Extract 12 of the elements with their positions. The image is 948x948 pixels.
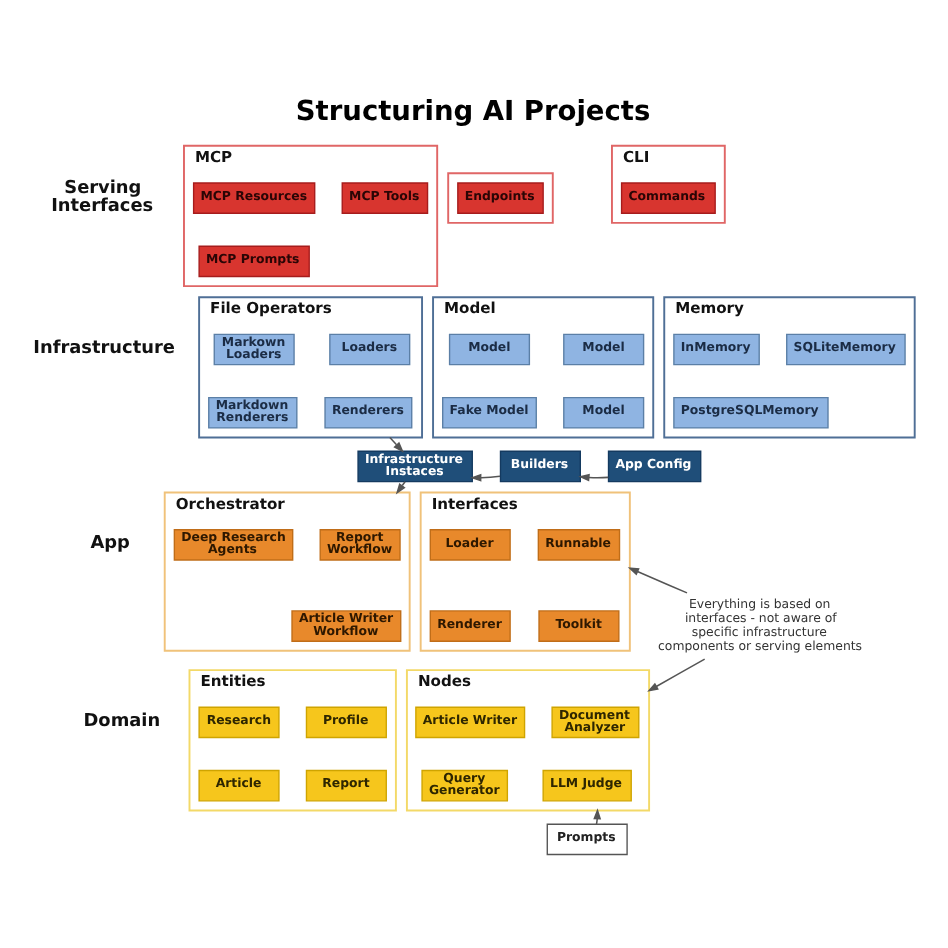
arrow <box>578 473 610 482</box>
arrow <box>389 436 404 453</box>
arrow <box>627 567 688 594</box>
arrow <box>593 808 602 825</box>
label: Infrastructure <box>33 338 175 359</box>
diagram-title: Structuring AI Projects <box>295 95 651 128</box>
arrow <box>470 473 501 482</box>
label: Serving Interfaces <box>51 179 154 218</box>
label: Domain <box>83 711 161 732</box>
cluster <box>447 172 554 224</box>
arrow <box>647 658 706 692</box>
label: App <box>90 534 130 555</box>
